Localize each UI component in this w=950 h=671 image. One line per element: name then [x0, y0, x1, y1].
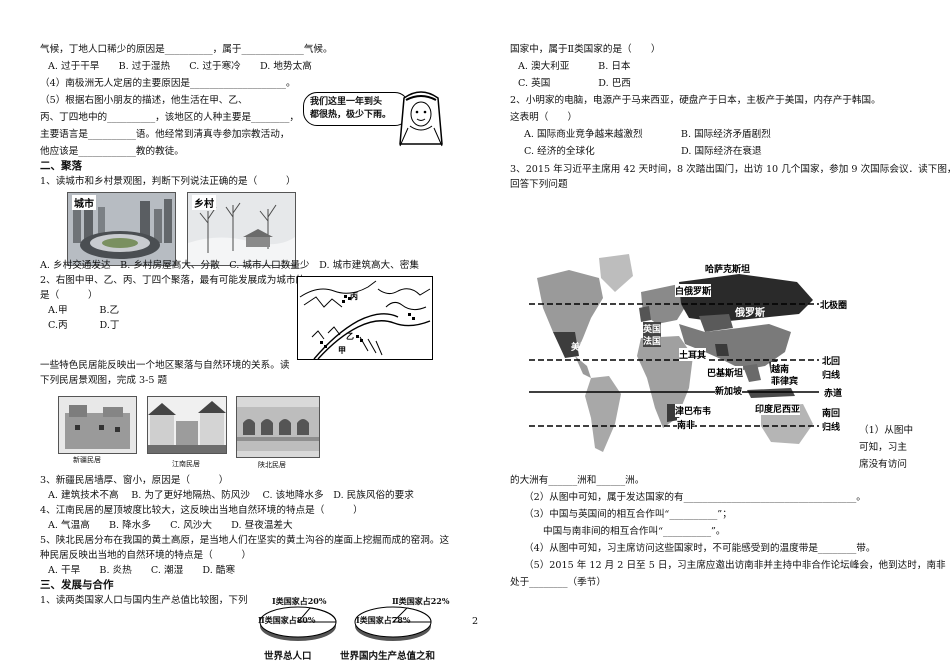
line-r7: 3、2015 年习近平主席用 42 天时间，8 次踏出国门，出访 10 几个国家… [510, 164, 950, 175]
line-after-3: 中国与南非间的相互合作叫“__________”。 [543, 526, 726, 537]
map-label-jia: 甲 [338, 346, 346, 355]
map-singapore: 新加坡 [715, 384, 743, 397]
line-l6: 他应该是____________教的教徒。 [40, 146, 184, 157]
line-l22: A. 干旱 B. 炎热 C. 潮湿 D. 酷寒 [48, 565, 236, 576]
map-kazakhstan: 哈萨克斯坦 [705, 265, 751, 275]
line-r3: 2、小明家的电脑，电源产于马来西亚，硬盘产于日本，主板产于美国，内存产于韩国。 [510, 95, 881, 106]
line-l18: 4、江南民居的屋顶坡度比较大，这反映出当地自然环境的特点是（ ） [40, 505, 363, 516]
line-l12: A.甲 B.乙 [48, 305, 120, 316]
village-photo [187, 192, 296, 266]
line-l21: 种民居反映出当地的自然环境的特点是（ ） [40, 550, 252, 561]
line-r6: C. 经济的全球化 D. 国际经济在衰退 [524, 146, 762, 157]
line-r4: 这表明（ ） [510, 112, 578, 123]
label-tropic-capricorn-2: 归线 [822, 423, 841, 433]
line-after-6: 处于________（季节） [510, 577, 606, 588]
line-l0: 气候，丁地人口稀少的原因是__________，属于_____________气… [40, 44, 333, 55]
map-label-bing: 丙 [350, 292, 358, 301]
pie2-label-II: Ⅰ类国家占78% [356, 615, 411, 625]
map-south-africa: 南非 [677, 418, 696, 431]
bubble-line-1: 我们这里一年到头 [310, 97, 383, 107]
pie1-label-I: Ⅰ类国家占20% [272, 596, 327, 606]
line-after-5: （5）2015 年 12 月 2 日至 5 日，习主席应邀出访南非并主持中非合作… [524, 560, 946, 571]
city-label: 城市 [72, 195, 96, 210]
line-r8: 回答下列问题 [510, 179, 568, 190]
settlement-map: 丙 甲 乙 [297, 276, 433, 360]
line-after-0: 的大洲有______洲和______洲。 [510, 475, 645, 486]
line-l8: 1、读城市和乡村景观图，判断下列说法正确的是（ ） [40, 176, 296, 187]
line-l24: 1、读两类国家人口与国内生产总值比较图，下列 [40, 595, 248, 606]
bubble-line-2: 都很热，极少下雨。 [310, 110, 392, 120]
shaanbei-house-photo [236, 396, 320, 458]
map-russia: 俄罗斯 [735, 308, 765, 319]
line-after-4: （4）从图中可知，习主席访问这些国家时，不可能感受到的温度带是________带… [524, 543, 876, 554]
girl-illustration [399, 91, 443, 147]
line-r1: A. 澳大利亚 B. 日本 [518, 61, 631, 72]
pie2-label-I: Ⅱ类国家占22% [392, 596, 450, 606]
xinjiang-house-photo [58, 396, 137, 454]
section-heading-development: 三、发展与合作 [40, 579, 114, 591]
line-l20: 5、陕北民居分布在我国的黄土高原，是当地人们在坚实的黄土沟谷的崖面上挖掘而成的窑… [40, 535, 450, 546]
map-usa: 美国 [571, 343, 590, 353]
pie1-title: 世界总人口 [264, 651, 312, 662]
line-l16: 3、新疆民居墙厚、窗小，原因是（ ） [40, 475, 229, 486]
map-belarus: 白俄罗斯 [675, 284, 712, 297]
line-l17: A. 建筑技术不高 B. 为了更好地隔热、防风沙 C. 该地降水多 D. 民族风… [48, 490, 414, 501]
line-l1: A. 过于干旱 B. 过于湿热 C. 过于寒冷 D. 地势太高 [48, 61, 312, 72]
label-tropic-capricorn-1: 南回 [822, 409, 841, 419]
speech-bubble: 我们这里一年到头 都很热，极少下雨。 [303, 92, 409, 126]
label-tropic-cancer-1: 北回 [822, 357, 841, 367]
label-tropic-cancer-2: 归线 [822, 371, 841, 381]
world-map-svg [529, 248, 819, 466]
page-number: 2 [472, 616, 479, 627]
line-r0: 国家中，属于Ⅱ类国家的是（ ） [510, 44, 661, 55]
shaanbei-caption: 陕北民居 [258, 461, 286, 469]
line-l5: 主要语言是__________语。他经常到清真寺参加宗教活动， [40, 129, 290, 140]
map-uk: 英国 [643, 322, 662, 335]
pie1-label-II: Ⅱ类国家占80% [258, 615, 316, 625]
map-france: 法国 [643, 334, 662, 347]
line-l10: 2、右图中甲、乙、丙、丁四个聚落，最有可能发展成为城市的 [40, 275, 306, 286]
map-vietnam: 越南 [771, 362, 790, 375]
map-zimbabwe: 津巴布韦 [675, 404, 712, 417]
line-l11: 是（ ） [40, 290, 98, 301]
village-label: 乡村 [192, 195, 216, 210]
jiangnan-caption: 江南民居 [172, 460, 200, 468]
label-arctic-circle: 北极圈 [820, 301, 848, 311]
line-l13: C.丙 D.丁 [48, 320, 120, 331]
map-label-yi: 乙 [346, 332, 354, 341]
line-after-2: （3）中国与英国间的相互合作叫“__________”； [524, 509, 732, 520]
pie2-title: 世界国内生产总值之和 [340, 651, 436, 662]
line-r5: A. 国际商业竞争越来越激烈 B. 国际经济矛盾剧烈 [524, 129, 771, 140]
side-text-3: 席没有访问 [859, 459, 907, 470]
side-text-1: （1）从图中 [859, 425, 914, 436]
world-map: 哈萨克斯坦 白俄罗斯 俄罗斯 英国 法国 美国 土耳其 巴基斯坦 越南 菲律宾 … [529, 248, 819, 466]
pie-population [259, 606, 337, 641]
map-indonesia: 印度尼西亚 [755, 402, 801, 415]
line-l15: 下列民居景观图，完成 3-5 题 [40, 375, 168, 386]
map-turkey: 土耳其 [679, 348, 707, 361]
line-l3: （5）根据右图小朋友的描述，他生活在甲、乙、 [40, 95, 248, 106]
line-r2: C. 英国 D. 巴西 [518, 78, 631, 89]
line-l9: A. 乡村交通发达 B. 乡村房屋高大、分散 C. 城市人口数量少 D. 城市建… [40, 260, 419, 271]
pie-gdp [354, 606, 432, 641]
line-l2: （4）南极洲无人定居的主要原因是____________________。 [40, 78, 296, 89]
label-equator: 赤道 [824, 389, 843, 399]
line-l19: A. 气温高 B. 降水多 C. 风沙大 D. 昼夜温差大 [48, 520, 293, 531]
jiangnan-house-photo [147, 396, 227, 454]
line-l4: 丙、丁四地中的__________，该地区的人种主要是________， [40, 112, 300, 123]
map-pakistan: 巴基斯坦 [707, 366, 744, 379]
map-philippines: 菲律宾 [771, 374, 799, 387]
section-heading-settlement: 二、聚落 [40, 160, 82, 172]
side-text-2: 可知，习主 [859, 442, 907, 453]
xinjiang-caption: 新疆民居 [73, 456, 101, 464]
line-l14: 一些特色民居能反映出一个地区聚落与自然环境的关系。读 [40, 360, 290, 371]
line-after-1: （2）从图中可知，属于发达国家的有_______________________… [524, 492, 866, 503]
